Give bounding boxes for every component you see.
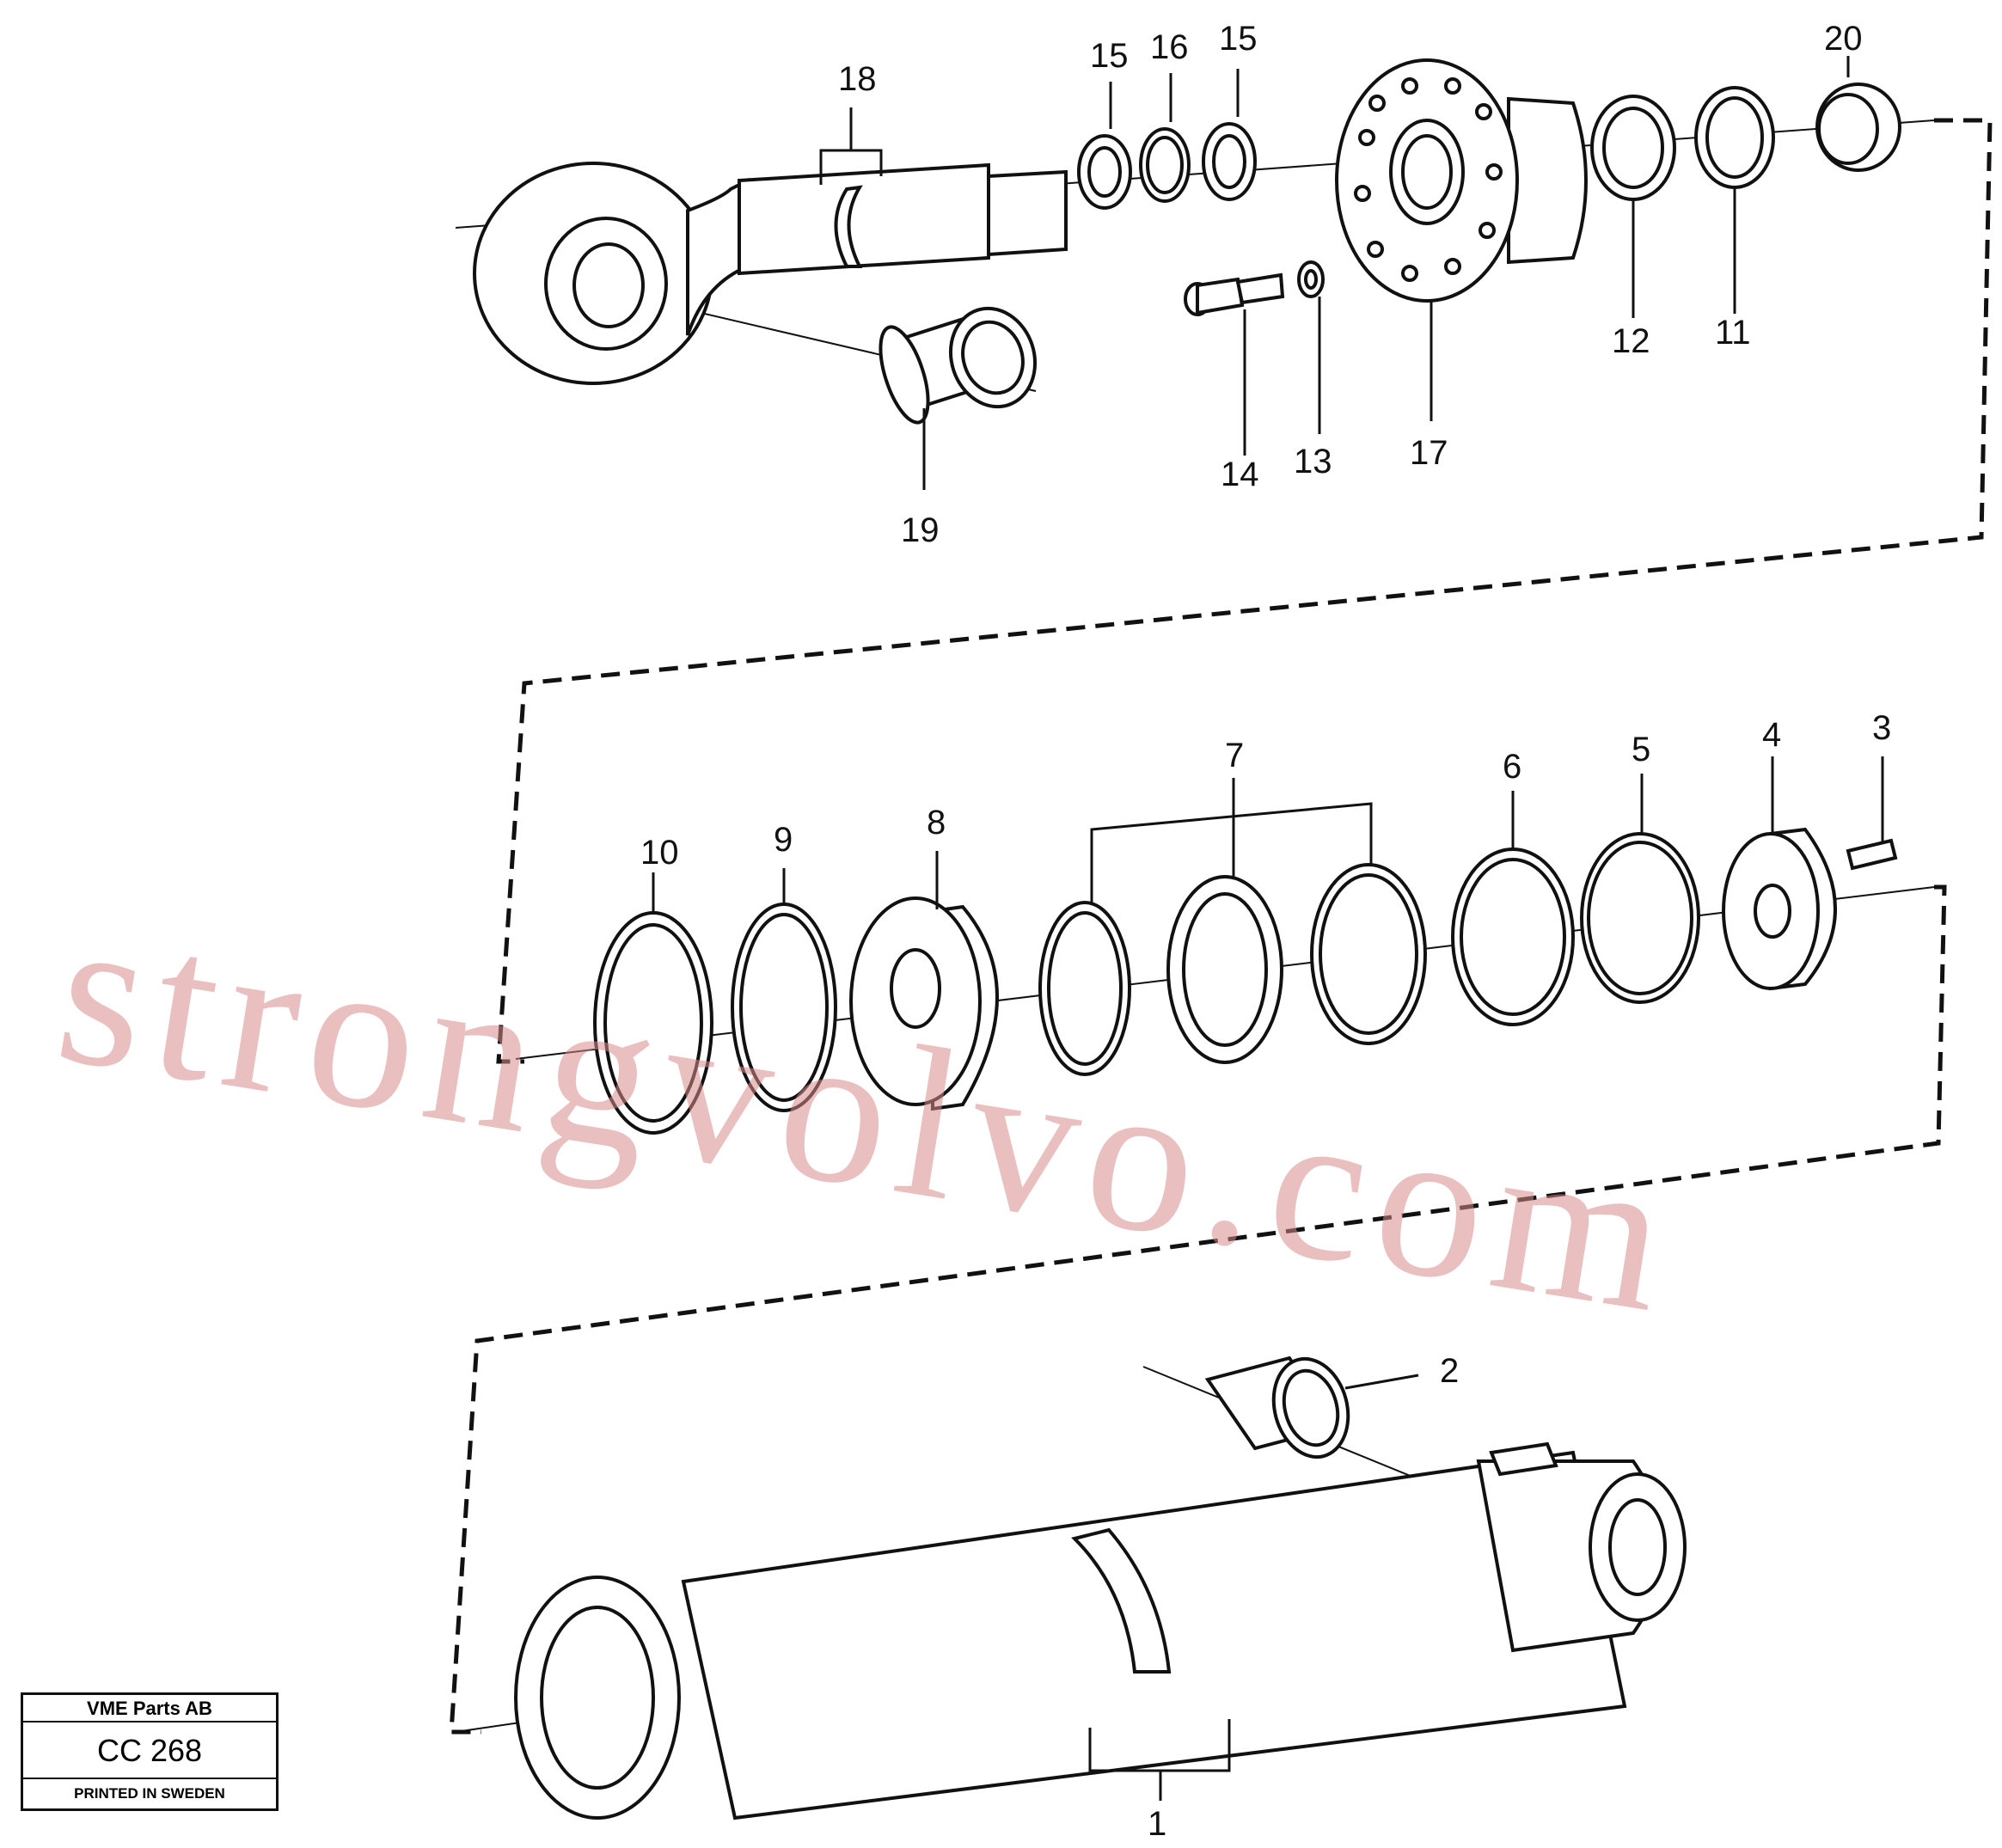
piston-nut-part-4: [1722, 827, 1837, 991]
stamp-company: VME Parts AB: [23, 1695, 276, 1723]
ring-part-6: [1451, 848, 1575, 1026]
title-stamp: VME Parts AB CC 268 PRINTED IN SWEDEN: [21, 1692, 279, 1811]
cylinder-tube-part-1: [514, 1441, 1687, 1820]
cylinder-head-part-17: [1335, 58, 1588, 303]
bushing-part-19: [879, 306, 1038, 425]
callout-13: 13: [1294, 443, 1332, 480]
seal-part-11: [1694, 86, 1775, 189]
piston-ring-set-part-7b: [1166, 875, 1283, 1064]
callout-8: 8: [927, 804, 946, 841]
seal-ring-part-15a: [1077, 134, 1132, 210]
seal-ring-part-15b: [1202, 122, 1257, 201]
stamp-printed: PRINTED IN SWEDEN: [74, 1785, 225, 1802]
piston-ring-set-part-7a: [1038, 901, 1131, 1076]
callout-20: 20: [1824, 20, 1863, 58]
callout-6: 6: [1503, 748, 1521, 786]
callout-10: 10: [640, 834, 679, 872]
bearing-ring-part-12: [1590, 95, 1676, 201]
rod-eye-part-18: [473, 162, 1068, 385]
callout-3: 3: [1872, 709, 1891, 747]
piston-assembly: [515, 756, 1935, 1135]
screw-part-14: [1184, 272, 1285, 316]
o-ring-part-5: [1580, 832, 1700, 1004]
callout-14: 14: [1221, 456, 1259, 493]
callout-5: 5: [1632, 731, 1650, 768]
callout-7: 7: [1225, 737, 1244, 774]
bushing-part-2: [1204, 1355, 1350, 1459]
piston-ring-set-part-7c: [1310, 863, 1427, 1045]
cylinder-tube-assembly: [455, 1355, 1687, 1820]
callout-15b: 15: [1219, 20, 1258, 58]
set-screw-part-3: [1846, 838, 1898, 871]
wiper-part-20: [1815, 83, 1901, 172]
callout-12: 12: [1612, 322, 1650, 360]
callout-2: 2: [1440, 1352, 1459, 1390]
callout-15a: 15: [1090, 37, 1129, 75]
piston-rod-assembly: [455, 56, 1935, 490]
callout-4: 4: [1762, 716, 1781, 754]
callout-9: 9: [774, 821, 793, 859]
callout-18: 18: [838, 60, 877, 98]
washer-part-13: [1297, 260, 1325, 298]
piston-part-8: [849, 896, 999, 1111]
callout-1: 1: [1148, 1805, 1166, 1843]
o-ring-part-16: [1139, 127, 1191, 203]
callout-16: 16: [1150, 28, 1189, 66]
dashed-connector-upper: [496, 118, 1993, 1064]
callout-19: 19: [901, 511, 940, 549]
callout-numbers: 18 15 16 15 20 12 11 14 13 17 19 10 9 8 …: [640, 20, 1891, 1843]
callout-17: 17: [1410, 434, 1448, 472]
seal-ring-part-9: [731, 903, 837, 1112]
stamp-code: CC 268: [23, 1723, 276, 1779]
callout-11: 11: [1715, 314, 1751, 352]
